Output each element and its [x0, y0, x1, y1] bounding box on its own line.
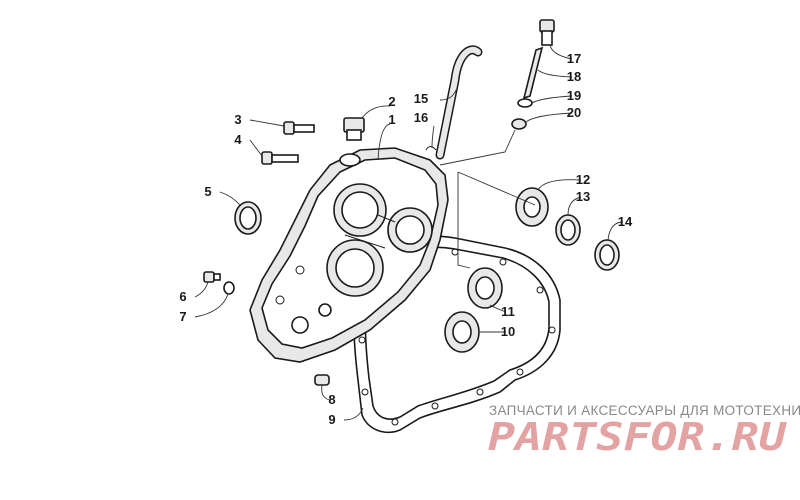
callout-14: 14 — [618, 214, 633, 229]
leader-line-12 — [537, 179, 582, 191]
leader-line-1 — [377, 123, 391, 161]
callout-6: 6 — [179, 289, 186, 304]
callout-4: 4 — [234, 132, 242, 147]
bearing-lower — [444, 311, 480, 353]
callout-19: 19 — [567, 88, 581, 103]
fill-plug — [343, 117, 365, 141]
oil-seal-left — [234, 201, 262, 235]
alignment-lines — [439, 129, 536, 269]
callout-7: 7 — [179, 309, 186, 324]
sensor-cap — [539, 19, 555, 46]
callout-9: 9 — [328, 412, 335, 427]
leader-line-3 — [249, 119, 285, 127]
callout-11: 11 — [501, 304, 515, 319]
drain-screw — [203, 271, 221, 283]
leader-line-4 — [249, 139, 263, 157]
crankcase-cover — [249, 147, 449, 363]
leader-line-6 — [194, 281, 209, 298]
callout-18: 18 — [567, 69, 581, 84]
leader-line-13 — [567, 196, 582, 216]
callout-5: 5 — [204, 184, 211, 199]
callout-17: 17 — [567, 51, 581, 66]
leader-line-7 — [194, 293, 229, 318]
callout-20: 20 — [567, 105, 581, 120]
callout-10: 10 — [501, 324, 515, 339]
retaining-ring — [594, 239, 620, 271]
bolt-lower — [261, 151, 299, 165]
leader-line-5 — [219, 191, 241, 206]
callout-3: 3 — [234, 112, 241, 127]
leader-line-2 — [361, 105, 391, 119]
callout-8: 8 — [328, 392, 335, 407]
dowel-pin — [314, 374, 330, 386]
leader-line-19 — [531, 95, 573, 104]
callout-15: 15 — [414, 91, 428, 106]
callout-13: 13 — [576, 189, 590, 204]
breather-hose — [435, 45, 483, 160]
callout-12: 12 — [576, 172, 590, 187]
leader-line-9 — [343, 407, 364, 421]
leader-line-17 — [549, 44, 573, 60]
callout-1: 1 — [388, 112, 395, 127]
leader-line-14 — [607, 221, 624, 241]
o-ring — [517, 98, 533, 108]
callout-2: 2 — [388, 94, 395, 109]
leader-line-18 — [537, 69, 573, 78]
oil-seal-right — [555, 214, 581, 246]
leader-line-20 — [525, 112, 573, 123]
hose-clamp — [425, 146, 437, 151]
washer-small — [223, 281, 235, 295]
shaft-bushing — [511, 118, 527, 130]
watermark-logo: PARTSFOR.RU — [488, 418, 787, 458]
leader-line-16 — [431, 125, 435, 149]
leader-line-15 — [439, 89, 457, 101]
bolt-upper — [283, 121, 315, 135]
leader-line-11 — [489, 304, 507, 313]
bearing-middle — [467, 267, 503, 309]
callout-16: 16 — [414, 110, 428, 125]
sensor-shaft — [522, 46, 544, 100]
leader-line-8 — [321, 384, 331, 401]
watermark-logo-text: PARTSFOR.RU — [488, 418, 787, 458]
watermark-caption: ЗАПЧАСТИ И АКСЕССУАРЫ ДЛЯ МОТОТЕХНИКИ — [489, 403, 800, 418]
bearing-upper — [515, 187, 549, 227]
